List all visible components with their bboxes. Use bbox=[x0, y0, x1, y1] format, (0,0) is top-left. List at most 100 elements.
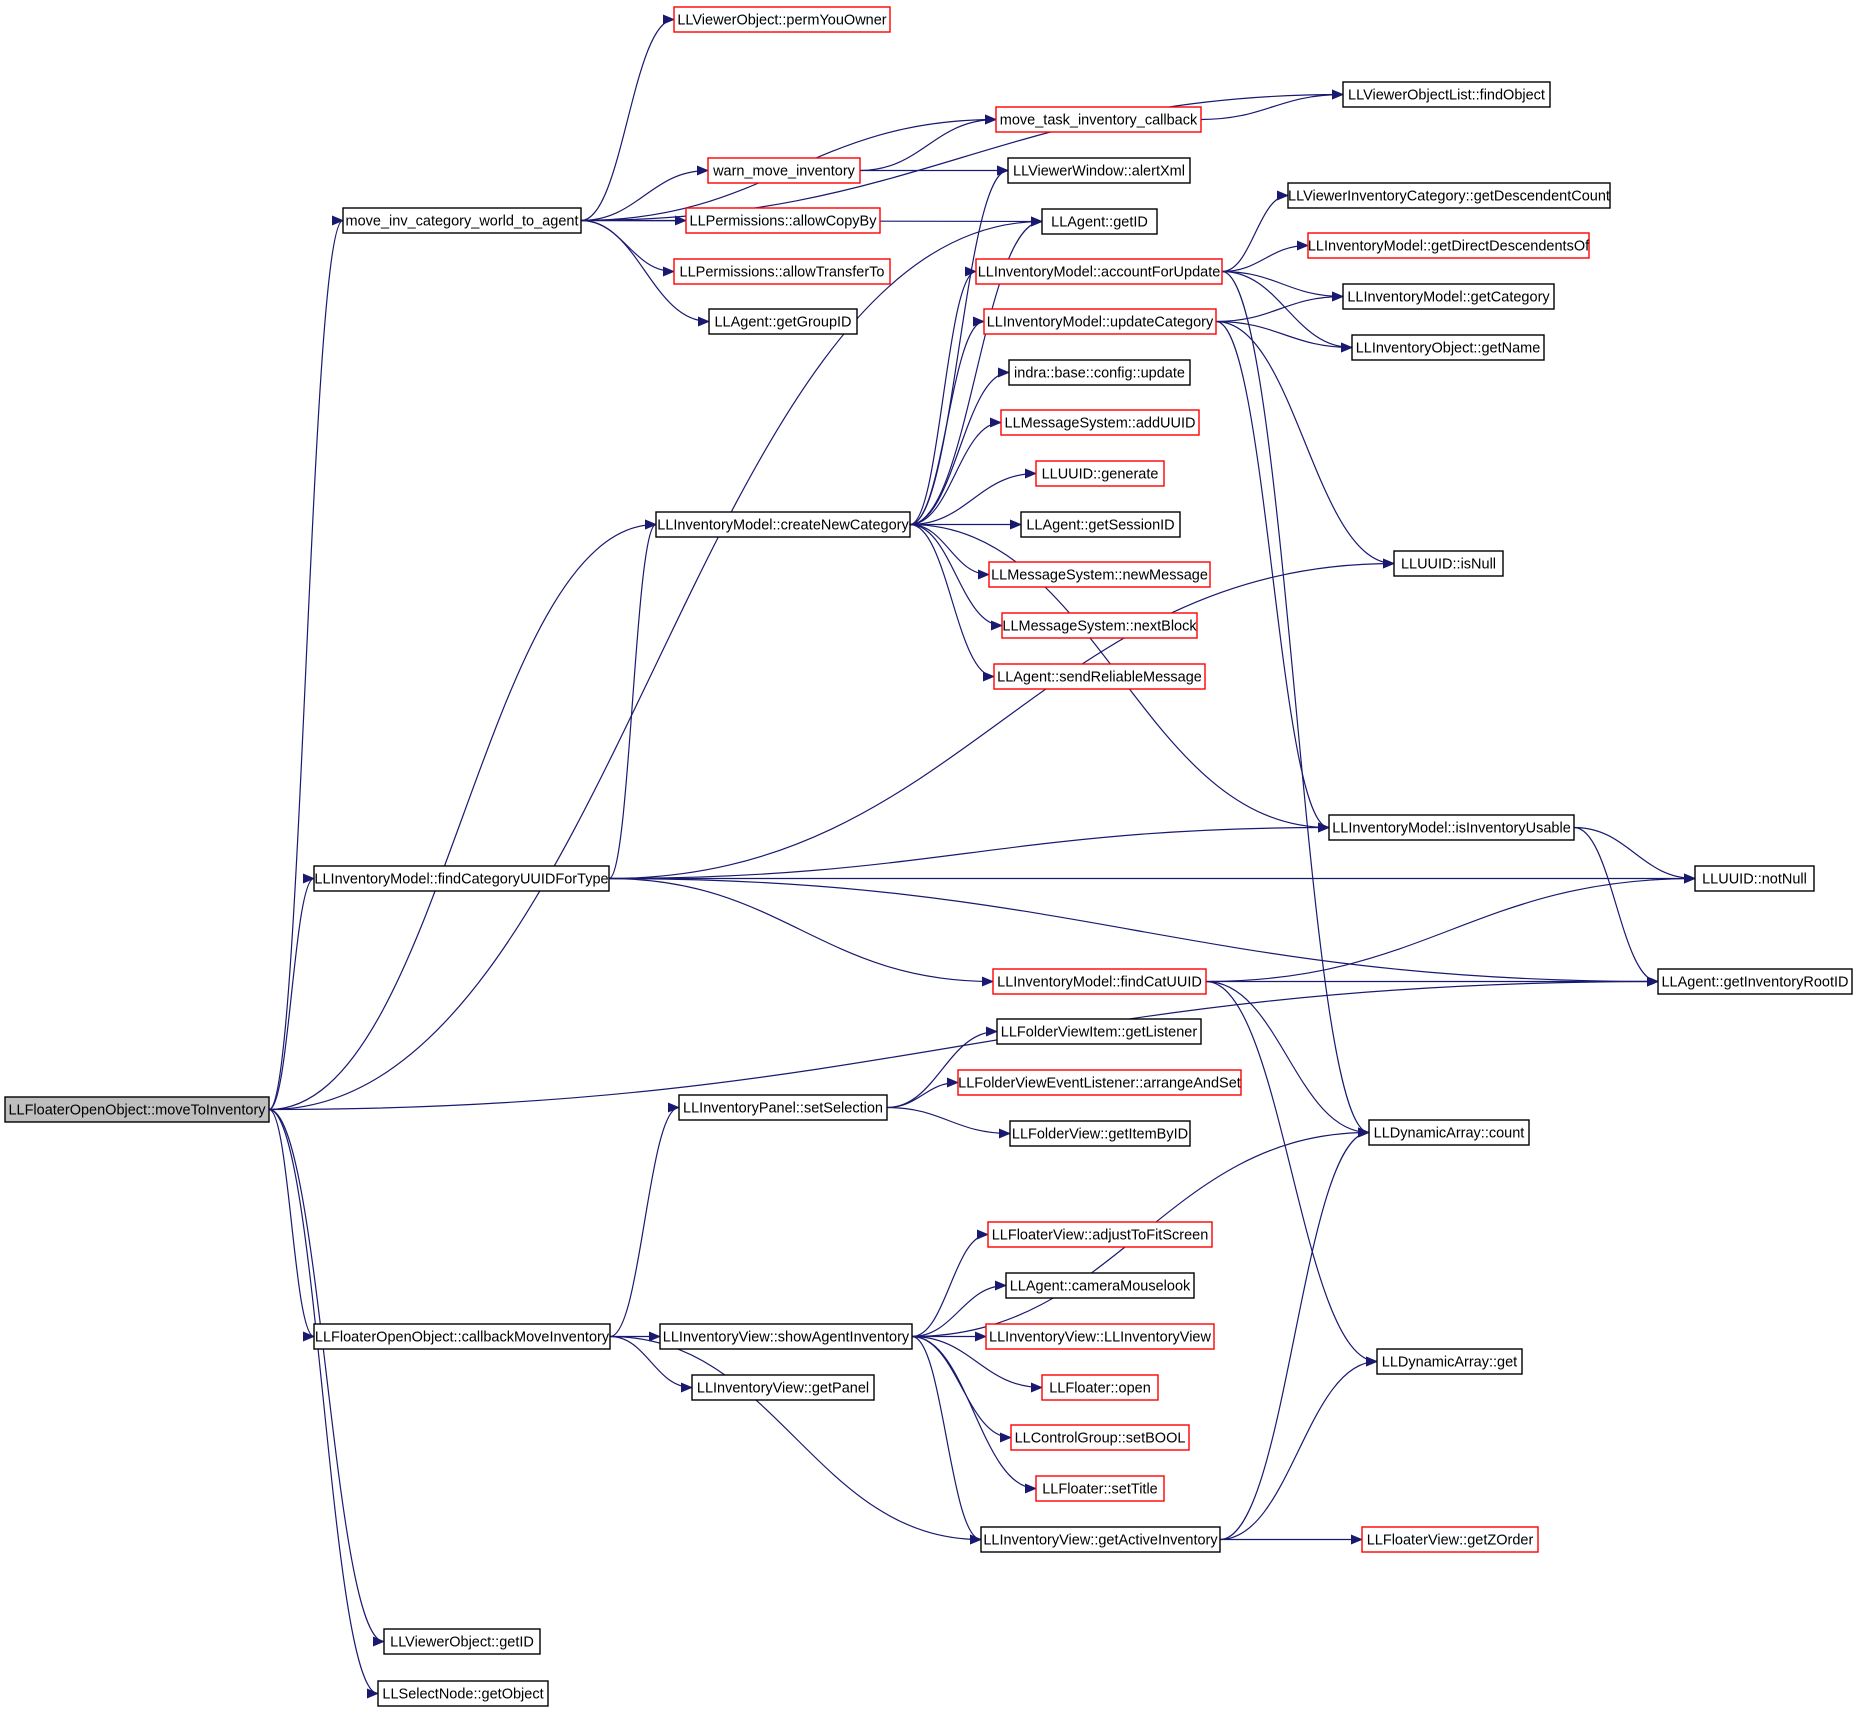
node-box bbox=[708, 308, 858, 335]
node-config-update[interactable]: indra::base::config::update bbox=[1008, 359, 1191, 386]
edge-find-cat-uuid-to-not-null bbox=[1205, 873, 1696, 983]
node-find-cat-uuid[interactable]: LLInventoryModel::findCatUUID bbox=[992, 968, 1207, 995]
node-move-inv-cat[interactable]: move_inv_category_world_to_agent bbox=[342, 207, 582, 234]
nodes-layer: LLFloaterOpenObject::moveToInventory move… bbox=[4, 6, 1853, 1707]
node-da-get[interactable]: LLDynamicArray::get bbox=[1376, 1348, 1523, 1375]
node-get-descendent-count[interactable]: LLViewerInventoryCategory::getDescendent… bbox=[1287, 182, 1611, 209]
node-label: LLControlGroup::setBOOL bbox=[1015, 1431, 1186, 1447]
node-label: LLFloater::setTitle bbox=[1042, 1482, 1158, 1498]
node-label: LLInventoryModel::getCategory bbox=[1347, 290, 1550, 306]
node-get-panel[interactable]: LLInventoryView::getPanel bbox=[691, 1374, 875, 1401]
node-camera-mouselook[interactable]: LLAgent::cameraMouselook bbox=[1005, 1272, 1195, 1299]
node-get-direct-descendents-of[interactable]: LLInventoryModel::getDirectDescendentsOf bbox=[1307, 232, 1590, 259]
edge-set-selection-to-get-listener bbox=[886, 1026, 998, 1109]
node-box bbox=[673, 258, 891, 285]
node-box bbox=[1008, 359, 1191, 386]
node-perm-you-owner[interactable]: LLViewerObject::permYouOwner bbox=[673, 6, 891, 33]
node-floater-open[interactable]: LLFloater::open bbox=[1041, 1374, 1159, 1401]
node-arrange-and-set[interactable]: LLFolderViewEventListener::arrangeAndSet bbox=[957, 1069, 1242, 1096]
node-adjust-to-fit-screen[interactable]: LLFloaterView::adjustToFitScreen bbox=[987, 1221, 1213, 1248]
node-allow-copy-by[interactable]: LLPermissions::allowCopyBy bbox=[685, 207, 881, 234]
edge-get-active-inventory-to-da-count bbox=[1219, 1127, 1370, 1541]
node-get-item-by-id[interactable]: LLFolderView::getItemByID bbox=[1009, 1120, 1191, 1147]
node-find-category-uuidfor-type[interactable]: LLInventoryModel::findCategoryUUIDForTyp… bbox=[313, 865, 610, 892]
node-get-group-id[interactable]: LLAgent::getGroupID bbox=[708, 308, 858, 335]
node-box bbox=[1035, 1475, 1165, 1502]
node-box bbox=[993, 663, 1206, 690]
edge-warn-move-to-move-task-cb bbox=[859, 114, 997, 172]
node-label: LLFloaterView::adjustToFitScreen bbox=[992, 1228, 1209, 1244]
node-set-selection[interactable]: LLInventoryPanel::setSelection bbox=[678, 1094, 888, 1121]
node-label: LLAgent::cameraMouselook bbox=[1010, 1279, 1191, 1295]
node-update-category[interactable]: LLInventoryModel::updateCategory bbox=[983, 308, 1217, 335]
node-box bbox=[342, 207, 582, 234]
node-add-uuid[interactable]: LLMessageSystem::addUUID bbox=[1000, 409, 1200, 436]
edge-callback-move-inventory-to-get-active-inventory bbox=[609, 1335, 982, 1545]
node-get-active-inventory[interactable]: LLInventoryView::getActiveInventory bbox=[980, 1526, 1221, 1553]
node-set-title[interactable]: LLFloater::setTitle bbox=[1035, 1475, 1165, 1502]
node-next-block[interactable]: LLMessageSystem::nextBlock bbox=[1001, 612, 1198, 639]
edge-move-to-inventory-to-callback-move-inventory bbox=[268, 1108, 315, 1342]
node-set-bool[interactable]: LLControlGroup::setBOOL bbox=[1010, 1424, 1190, 1451]
edge-create-new-category-to-generate bbox=[909, 468, 1037, 526]
node-box bbox=[4, 1096, 270, 1123]
node-not-null[interactable]: LLUUID::notNull bbox=[1694, 865, 1815, 892]
node-new-message[interactable]: LLMessageSystem::newMessage bbox=[988, 561, 1211, 588]
node-is-null[interactable]: LLUUID::isNull bbox=[1393, 550, 1504, 577]
edge-callback-move-inventory-to-set-selection bbox=[609, 1102, 680, 1338]
edge-account-for-update-to-get-descendent-count bbox=[1221, 190, 1289, 273]
node-get-listener[interactable]: LLFolderViewItem::getListener bbox=[996, 1018, 1202, 1045]
edges-layer bbox=[268, 14, 1696, 1699]
edge-update-category-to-is-null bbox=[1215, 320, 1395, 569]
edge-show-agent-inventory-to-set-title bbox=[911, 1335, 1037, 1494]
node-warn-move[interactable]: warn_move_inventory bbox=[707, 157, 861, 184]
node-label: LLDynamicArray::count bbox=[1374, 1126, 1525, 1142]
node-ll-inventory-view[interactable]: LLInventoryView::LLInventoryView bbox=[985, 1323, 1215, 1350]
node-get-name[interactable]: LLInventoryObject::getName bbox=[1351, 334, 1545, 361]
node-viewer-obj-get-id[interactable]: LLViewerObject::getID bbox=[383, 1628, 541, 1655]
node-get-category[interactable]: LLInventoryModel::getCategory bbox=[1342, 283, 1555, 310]
edge-move-to-inventory-to-find-category-uuidfor-type bbox=[268, 873, 315, 1111]
node-get-inventory-root-id[interactable]: LLAgent::getInventoryRootID bbox=[1657, 968, 1853, 995]
node-label: move_task_inventory_callback bbox=[1000, 113, 1198, 129]
node-create-new-category[interactable]: LLInventoryModel::createNewCategory bbox=[655, 511, 911, 538]
node-find-object[interactable]: LLViewerObjectList::findObject bbox=[1342, 81, 1551, 108]
node-box bbox=[1287, 182, 1611, 209]
node-agent-get-id[interactable]: LLAgent::getID bbox=[1041, 208, 1158, 235]
node-box bbox=[313, 865, 610, 892]
node-alert-xml[interactable]: LLViewerWindow::alertXml bbox=[1007, 157, 1191, 184]
node-box bbox=[678, 1094, 888, 1121]
edge-update-category-to-get-category bbox=[1215, 291, 1344, 323]
node-generate[interactable]: LLUUID::generate bbox=[1035, 460, 1165, 487]
node-label: indra::base::config::update bbox=[1014, 366, 1185, 382]
node-da-count[interactable]: LLDynamicArray::count bbox=[1368, 1119, 1530, 1146]
node-label: LLFloater::open bbox=[1049, 1381, 1151, 1397]
node-callback-move-inventory[interactable]: LLFloaterOpenObject::callbackMoveInvento… bbox=[313, 1323, 611, 1350]
node-box bbox=[1361, 1526, 1539, 1553]
node-move-task-cb[interactable]: move_task_inventory_callback bbox=[995, 106, 1202, 133]
node-box bbox=[992, 968, 1207, 995]
node-label: LLInventoryView::LLInventoryView bbox=[989, 1330, 1211, 1346]
node-box bbox=[1393, 550, 1504, 577]
node-box bbox=[1368, 1119, 1530, 1146]
node-send-reliable[interactable]: LLAgent::sendReliableMessage bbox=[993, 663, 1206, 690]
edge-show-agent-inventory-to-get-active-inventory bbox=[911, 1335, 982, 1545]
node-get-object[interactable]: LLSelectNode::getObject bbox=[377, 1680, 549, 1707]
node-box bbox=[1657, 968, 1853, 995]
node-show-agent-inventory[interactable]: LLInventoryView::showAgentInventory bbox=[659, 1323, 913, 1350]
node-account-for-update[interactable]: LLInventoryModel::accountForUpdate bbox=[975, 258, 1223, 285]
node-box bbox=[1035, 460, 1165, 487]
node-label: LLAgent::getSessionID bbox=[1026, 518, 1174, 534]
node-label: LLMessageSystem::nextBlock bbox=[1002, 619, 1197, 635]
edge-create-new-category-to-next-block bbox=[909, 523, 1003, 631]
node-label: LLInventoryView::showAgentInventory bbox=[663, 1330, 910, 1346]
node-get-zorder[interactable]: LLFloaterView::getZOrder bbox=[1361, 1526, 1539, 1553]
node-get-session-id[interactable]: LLAgent::getSessionID bbox=[1020, 511, 1181, 538]
node-move-to-inventory[interactable]: LLFloaterOpenObject::moveToInventory bbox=[4, 1096, 270, 1123]
edge-find-category-uuidfor-type-to-is-null bbox=[608, 558, 1395, 880]
node-is-inventory-usable[interactable]: LLInventoryModel::isInventoryUsable bbox=[1328, 814, 1575, 841]
node-box bbox=[987, 1221, 1213, 1248]
edge-account-for-update-to-get-direct-descendents-of bbox=[1221, 240, 1309, 273]
node-allow-transfer-to[interactable]: LLPermissions::allowTransferTo bbox=[673, 258, 891, 285]
node-box bbox=[1041, 208, 1158, 235]
